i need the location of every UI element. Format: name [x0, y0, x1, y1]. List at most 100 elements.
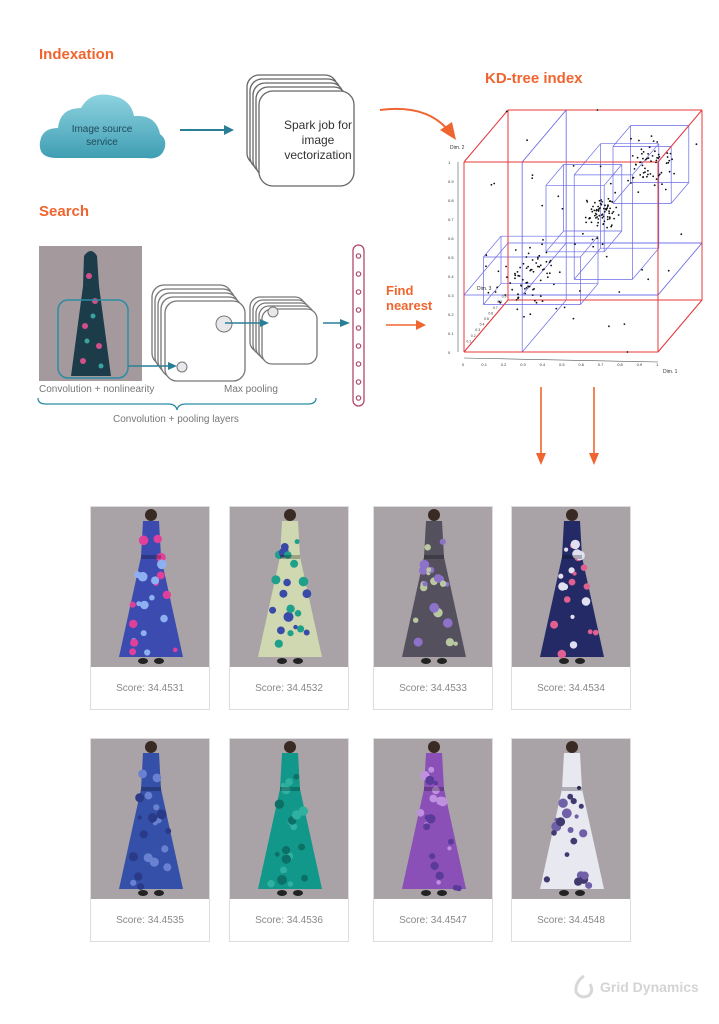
max-pooling-label: Max pooling: [224, 384, 278, 395]
data-point: [535, 301, 538, 304]
dress-photo: [374, 507, 492, 667]
data-point: [504, 294, 507, 296]
data-point: [597, 221, 599, 224]
data-point: [598, 214, 601, 217]
data-point: [655, 159, 658, 162]
data-point: [528, 285, 531, 288]
data-point: [638, 139, 640, 142]
data-point: [613, 217, 615, 220]
score-label: Score: 34.4534: [537, 683, 605, 694]
data-point: [593, 209, 596, 212]
z-tick-label: 0.7: [493, 306, 498, 310]
dim2-label: Dim. 2: [450, 145, 465, 151]
data-point: [535, 262, 538, 264]
data-point: [661, 183, 663, 186]
data-point: [668, 170, 671, 173]
data-point: [633, 168, 636, 170]
data-point: [603, 220, 606, 223]
data-point: [673, 172, 675, 175]
query-image: [39, 246, 142, 381]
x-tick-label: 0: [462, 362, 465, 367]
result-card[interactable]: Score: 34.4532: [229, 506, 349, 710]
y-tick-label: 0.6: [448, 236, 454, 241]
result-card[interactable]: Score: 34.4536: [229, 738, 349, 942]
result-card[interactable]: Score: 34.4533: [373, 506, 493, 710]
data-point: [538, 265, 541, 268]
data-point: [579, 290, 581, 292]
data-point: [695, 143, 698, 146]
data-point: [652, 140, 655, 142]
data-point: [610, 225, 613, 228]
dress-photo: [230, 507, 348, 667]
convolution-label: Convolution + nonlinearity: [39, 384, 155, 395]
data-point: [658, 173, 661, 176]
x-tick-label: 0.4: [540, 362, 546, 367]
arrow-icon: [386, 320, 426, 330]
result-card[interactable]: Score: 34.4535: [90, 738, 210, 942]
kd-root-box: [463, 109, 703, 353]
data-point: [563, 306, 566, 309]
data-point: [543, 268, 545, 270]
data-point: [617, 214, 620, 216]
arrow-icon: [180, 125, 234, 135]
data-point: [590, 221, 593, 224]
kd-box: [612, 125, 690, 204]
find-text: Find: [386, 283, 414, 298]
kd-box: [573, 143, 660, 280]
data-point: [558, 271, 561, 274]
dim1-label: Dim. 1: [663, 369, 678, 375]
data-point: [487, 291, 490, 294]
result-card[interactable]: Score: 34.4548: [511, 738, 631, 942]
data-point: [548, 261, 551, 264]
data-point: [499, 301, 502, 304]
data-point: [647, 157, 650, 159]
data-point: [494, 291, 497, 293]
z-tick-label: 0.5: [484, 317, 489, 321]
score-label: Score: 34.4533: [399, 683, 467, 694]
data-point: [534, 299, 536, 302]
result-card[interactable]: Score: 34.4547: [373, 738, 493, 942]
data-point: [658, 156, 661, 158]
result-card[interactable]: Score: 34.4531: [90, 506, 210, 710]
data-point: [647, 153, 649, 155]
spark-job-stack: [246, 74, 355, 187]
score-label: Score: 34.4532: [255, 683, 323, 694]
data-point: [529, 246, 531, 249]
dim3-label: Dim. 3: [477, 286, 492, 292]
data-point: [630, 182, 632, 184]
result-card[interactable]: Score: 34.4534: [511, 506, 631, 710]
data-point: [636, 156, 639, 159]
dress-photo: [91, 739, 209, 899]
data-point: [600, 199, 603, 201]
data-point: [548, 272, 551, 275]
data-point: [671, 158, 673, 161]
data-point: [517, 293, 519, 296]
image-source-label: Image source service: [71, 124, 133, 148]
data-point: [606, 207, 609, 209]
data-point: [606, 218, 609, 221]
data-point: [596, 216, 599, 218]
data-point: [525, 286, 528, 289]
data-point: [518, 275, 521, 277]
data-point: [549, 259, 552, 262]
data-point: [653, 184, 656, 187]
data-point: [647, 278, 650, 281]
data-point: [648, 146, 651, 149]
data-point: [639, 174, 642, 176]
data-point: [505, 265, 507, 268]
y-tick-label: 0.1: [448, 331, 454, 336]
data-point: [537, 265, 539, 268]
data-point: [608, 212, 611, 215]
data-point: [606, 205, 609, 208]
data-point: [574, 243, 576, 246]
data-point: [514, 272, 516, 275]
data-point: [623, 323, 626, 325]
z-tick-label: 0.6: [488, 311, 493, 315]
data-point: [523, 315, 525, 318]
data-point: [490, 183, 493, 186]
data-point: [668, 159, 671, 162]
y-tick-label: 0.4: [448, 274, 454, 279]
data-point: [615, 206, 618, 209]
